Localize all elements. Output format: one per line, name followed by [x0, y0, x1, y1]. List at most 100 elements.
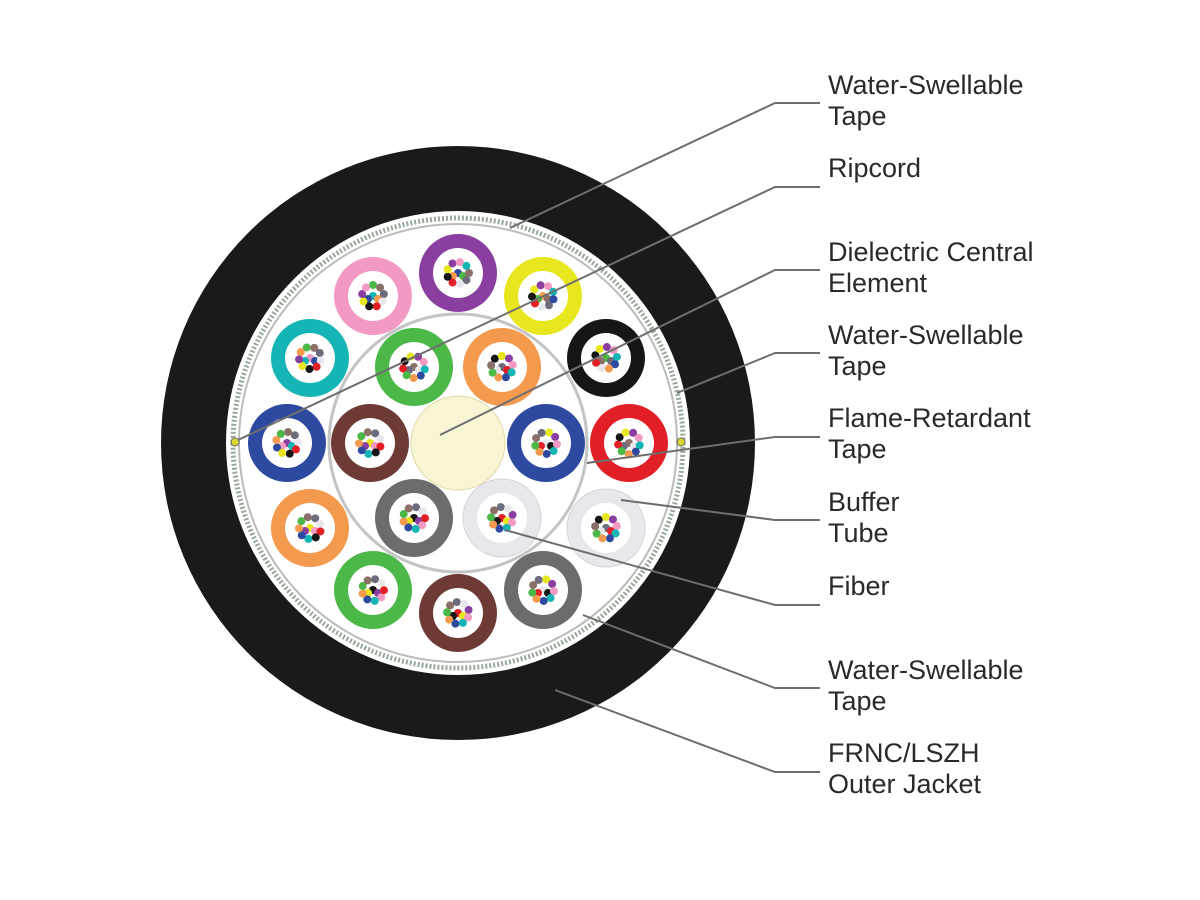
fiber — [404, 523, 413, 532]
buffer-tube — [504, 551, 582, 629]
fiber — [359, 297, 368, 306]
buffer-tube — [331, 404, 409, 482]
fiber — [504, 504, 513, 513]
fiber — [598, 534, 607, 543]
fiber — [372, 302, 381, 311]
callout-label-line: Tape — [828, 351, 887, 381]
fiber — [462, 261, 471, 270]
fiber — [291, 445, 300, 454]
callout-label-line: Outer Jacket — [828, 769, 982, 799]
leader-line — [676, 352, 820, 394]
fiber — [420, 365, 429, 374]
buffer-tube — [419, 234, 497, 312]
fiber — [379, 290, 388, 299]
fiber — [487, 361, 496, 370]
callout-label-line: Buffer — [828, 487, 900, 517]
fiber — [284, 428, 293, 437]
fiber — [502, 523, 511, 532]
buffer-tube — [334, 257, 412, 335]
fiber — [404, 504, 413, 513]
fiber — [458, 618, 467, 627]
ripcord-left — [230, 437, 240, 447]
leader-line — [237, 186, 820, 441]
fiber — [316, 527, 325, 536]
fiber — [615, 433, 624, 442]
fiber — [278, 448, 287, 457]
ripcord-right — [676, 437, 686, 447]
fiber — [549, 446, 558, 455]
callout-label-line: Fiber — [828, 571, 890, 601]
buffer-tube — [248, 404, 326, 482]
fiber — [420, 514, 429, 523]
fiber — [601, 513, 610, 522]
buffer-tube — [462, 478, 542, 558]
fiber — [379, 586, 388, 595]
fiber — [537, 428, 546, 437]
fiber — [551, 432, 560, 441]
fiber — [532, 434, 541, 443]
fiber — [548, 579, 557, 588]
fiber — [377, 579, 386, 588]
fiber — [409, 373, 418, 382]
fiber — [358, 589, 367, 598]
fiber — [490, 354, 499, 363]
fiber — [445, 615, 454, 624]
fiber — [302, 343, 311, 352]
fiber — [535, 447, 544, 456]
fiber — [304, 534, 313, 543]
buffer-tube — [375, 479, 453, 557]
callout-label-line: Flame-Retardant — [828, 403, 1031, 433]
fiber — [542, 575, 551, 584]
fiber — [357, 432, 366, 441]
fiber — [488, 368, 497, 377]
fiber — [504, 354, 513, 363]
fiber — [534, 575, 543, 584]
fiber — [605, 534, 614, 543]
fiber — [631, 447, 640, 456]
buffer-tube — [463, 328, 541, 406]
fiber — [602, 343, 611, 352]
fiber — [312, 362, 321, 371]
fiber — [501, 373, 510, 382]
fiber — [531, 441, 540, 450]
buffer-tube — [590, 404, 668, 482]
fiber — [608, 515, 617, 524]
fiber — [361, 283, 370, 292]
fiber — [443, 272, 452, 281]
leader-line — [554, 689, 820, 773]
callout-label-line: Tape — [828, 434, 887, 464]
fiber — [355, 439, 364, 448]
fiber — [529, 581, 538, 590]
fiber — [594, 515, 603, 524]
fiber — [464, 613, 473, 622]
fiber — [272, 436, 281, 445]
fiber — [595, 345, 604, 354]
fiber — [452, 598, 461, 607]
fiber — [412, 503, 421, 512]
fiber — [399, 510, 408, 519]
fiber — [532, 594, 541, 603]
fiber — [358, 582, 367, 591]
fiber — [418, 507, 427, 516]
fiber — [611, 529, 620, 538]
fiber — [305, 364, 314, 373]
fiber — [446, 601, 455, 610]
fiber — [612, 352, 621, 361]
leader-line — [509, 102, 820, 229]
fiber — [455, 258, 464, 267]
fiber — [418, 521, 427, 530]
callout-label-line: Tube — [828, 518, 889, 548]
fiber — [399, 517, 408, 526]
fiber — [290, 431, 299, 440]
fiber — [363, 428, 372, 437]
fiber — [634, 433, 643, 442]
buffer-tube — [507, 404, 585, 482]
fiber — [544, 282, 553, 291]
fiber — [296, 348, 305, 357]
fiber — [528, 588, 537, 597]
fiber — [276, 429, 285, 438]
fiber — [376, 442, 385, 451]
